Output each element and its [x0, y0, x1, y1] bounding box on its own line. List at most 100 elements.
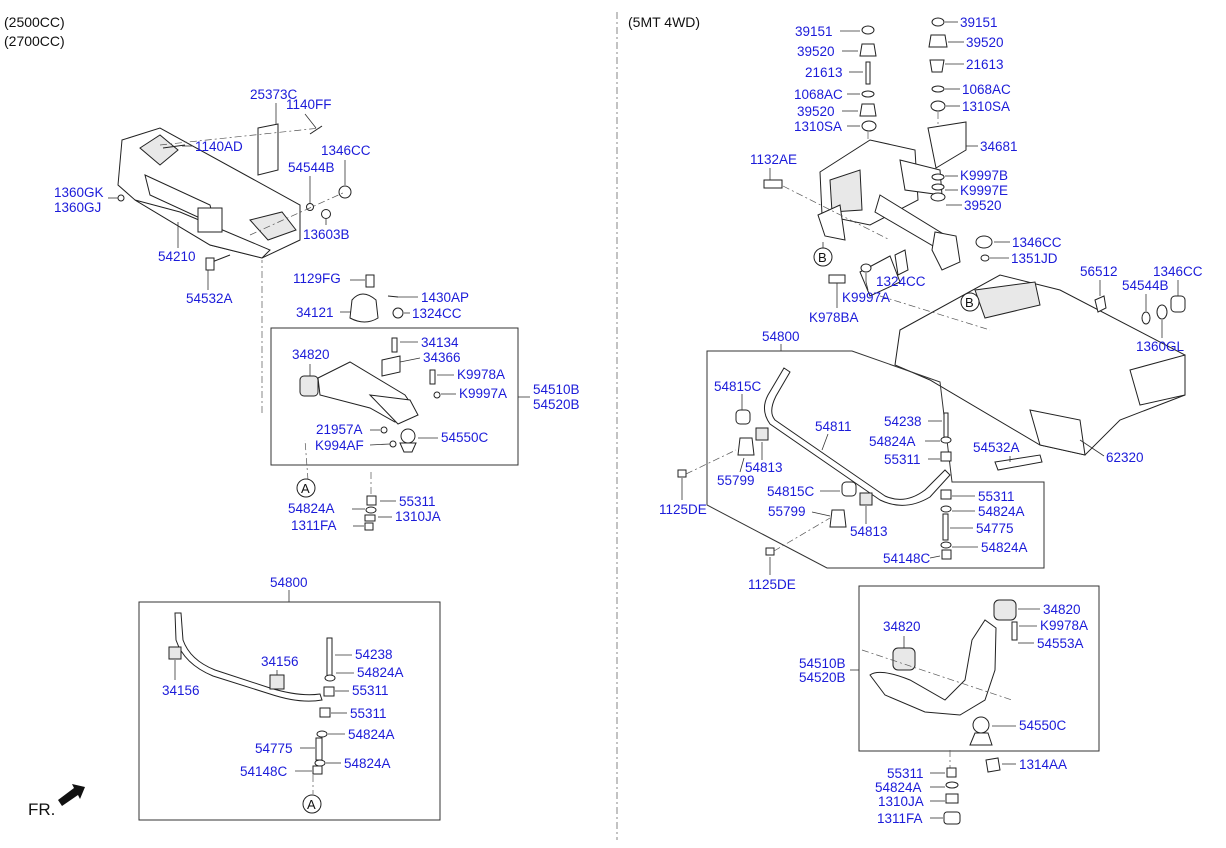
label-34156-lower: 34156: [162, 683, 200, 698]
label-K9997B: K9997B: [960, 168, 1008, 183]
label-54775: 54775: [255, 741, 293, 756]
label-55311-upper: 55311: [352, 683, 389, 698]
left-top-leaders: [108, 103, 346, 290]
label-39520-right: 39520: [966, 35, 1004, 50]
label-1125DE-lower: 1125DE: [748, 577, 796, 592]
svg-text:B: B: [965, 295, 974, 310]
mount-stack-right-leaders: [945, 21, 964, 107]
label-34820-right-1: 34820: [1043, 602, 1081, 617]
label-K9997E: K9997E: [960, 183, 1008, 198]
label-54824A-right-3: 54824A: [981, 540, 1028, 555]
transfer-case-drawing: [763, 121, 967, 271]
label-1360GJ: 1360GJ: [54, 200, 101, 215]
label-1311FA-right: 1311FA: [877, 811, 923, 826]
mount-stack-right: [928, 17, 948, 128]
rear-crossmember-leaders: [836, 241, 1179, 462]
label-54238: 54238: [355, 647, 393, 662]
label-1310SA-right: 1310SA: [962, 99, 1010, 114]
label-1140FF: 1140FF: [286, 97, 332, 112]
engine-variant-1: (2500CC): [4, 14, 65, 30]
label-55311: 55311: [399, 494, 436, 509]
label-54532A-rear: 54532A: [973, 440, 1020, 455]
left-section: (2500CC) (2700CC) 25373C 1140FF 1140AD 1…: [4, 14, 580, 821]
label-54824A-mid: 54824A: [348, 727, 395, 742]
stabilizer-right-leaders: [681, 394, 978, 575]
stabilizer-box-right: [706, 350, 1045, 569]
hardware-stack-left: [352, 472, 396, 531]
label-54520B: 54520B: [533, 397, 580, 412]
callout-a-top: A: [296, 478, 316, 498]
label-1351JD: 1351JD: [1011, 251, 1058, 266]
callout-b-crossmember: B: [960, 292, 980, 312]
stabilizer-title-right: 54800: [762, 329, 800, 344]
front-crossmember-drawing: [117, 123, 352, 271]
label-1324CC-rear: 1324CC: [876, 274, 926, 289]
label-54148C-right: 54148C: [883, 551, 931, 566]
lower-arm-box-right: [858, 585, 1100, 752]
label-54544B: 54544B: [288, 160, 335, 175]
label-K9978A-right: K9978A: [1040, 618, 1088, 633]
label-1346CC: 1346CC: [321, 143, 371, 158]
label-54813-lower: 54813: [850, 524, 888, 539]
stabilizer-bar-left: [168, 612, 336, 794]
hardware-stack-right: [930, 757, 1016, 825]
label-54238-right: 54238: [884, 414, 922, 429]
label-54210: 54210: [158, 249, 196, 264]
transfer-leaders: [769, 145, 978, 248]
front-direction-indicator: FR.: [28, 784, 85, 819]
engine-variant-2: (2700CC): [4, 33, 65, 49]
label-1140AD: 1140AD: [195, 139, 243, 154]
callout-b-transfer: B: [813, 247, 833, 267]
label-55311-right-bottom: 55311: [887, 766, 924, 781]
label-1310JA: 1310JA: [395, 509, 441, 524]
label-25373C: 25373C: [250, 87, 298, 102]
label-1346CC-rear: 1346CC: [1012, 235, 1062, 250]
label-54510B: 54510B: [533, 382, 580, 397]
label-1310SA-left: 1310SA: [794, 119, 842, 134]
label-54510B-right: 54510B: [799, 656, 846, 671]
label-34366: 34366: [423, 350, 461, 365]
stabilizer-title-left: 54800: [270, 575, 308, 590]
label-54815C-upper: 54815C: [714, 379, 762, 394]
front-arrow-icon: [58, 784, 85, 806]
drivetrain-variant: (5MT 4WD): [628, 14, 700, 30]
label-K9997A-rear: K9997A: [842, 290, 890, 305]
mount-stack-left-leaders: [840, 30, 863, 127]
label-1324CC: 1324CC: [412, 306, 462, 321]
label-39151-left: 39151: [795, 24, 833, 39]
label-54824A: 54824A: [288, 501, 335, 516]
label-K978BA: K978BA: [809, 310, 859, 325]
label-39520-left-1: 39520: [797, 44, 835, 59]
label-54813-upper: 54813: [745, 460, 783, 475]
label-34820-right-2: 34820: [883, 619, 921, 634]
label-54815C-lower: 54815C: [767, 484, 815, 499]
label-54553A: 54553A: [1037, 636, 1084, 651]
label-54544B-rear: 54544B: [1122, 278, 1169, 293]
lower-arm-left-leaders: [304, 341, 530, 481]
label-21957A: 21957A: [316, 422, 363, 437]
label-54532A: 54532A: [186, 291, 233, 306]
label-K9978A: K9978A: [457, 367, 505, 382]
right-section: (5MT 4WD) 39151 39520 21613 1068AC 39520…: [628, 14, 1203, 826]
svg-text:B: B: [818, 250, 827, 265]
label-54775-right: 54775: [976, 521, 1014, 536]
lower-arm-drawing-left: [299, 337, 441, 453]
label-34156-upper: 34156: [261, 654, 299, 669]
label-1310JA-right: 1310JA: [878, 794, 924, 809]
label-54550C-right: 54550C: [1019, 718, 1067, 733]
label-1068AC-right: 1068AC: [962, 82, 1011, 97]
label-34121: 34121: [296, 305, 334, 320]
label-55311-lower: 55311: [350, 706, 387, 721]
label-54148C: 54148C: [240, 764, 288, 779]
label-55799-upper: 55799: [717, 473, 755, 488]
callout-a-bottom: A: [302, 794, 322, 814]
lower-arm-right-leaders: [850, 608, 1040, 727]
label-54824A-lower: 54824A: [344, 756, 391, 771]
label-39520-transfer: 39520: [964, 198, 1002, 213]
label-13603B: 13603B: [303, 227, 350, 242]
label-1360GL: 1360GL: [1136, 339, 1185, 354]
label-39520-left-2: 39520: [797, 104, 835, 119]
label-21613-right: 21613: [966, 57, 1004, 72]
label-1129FG: 1129FG: [293, 271, 341, 286]
